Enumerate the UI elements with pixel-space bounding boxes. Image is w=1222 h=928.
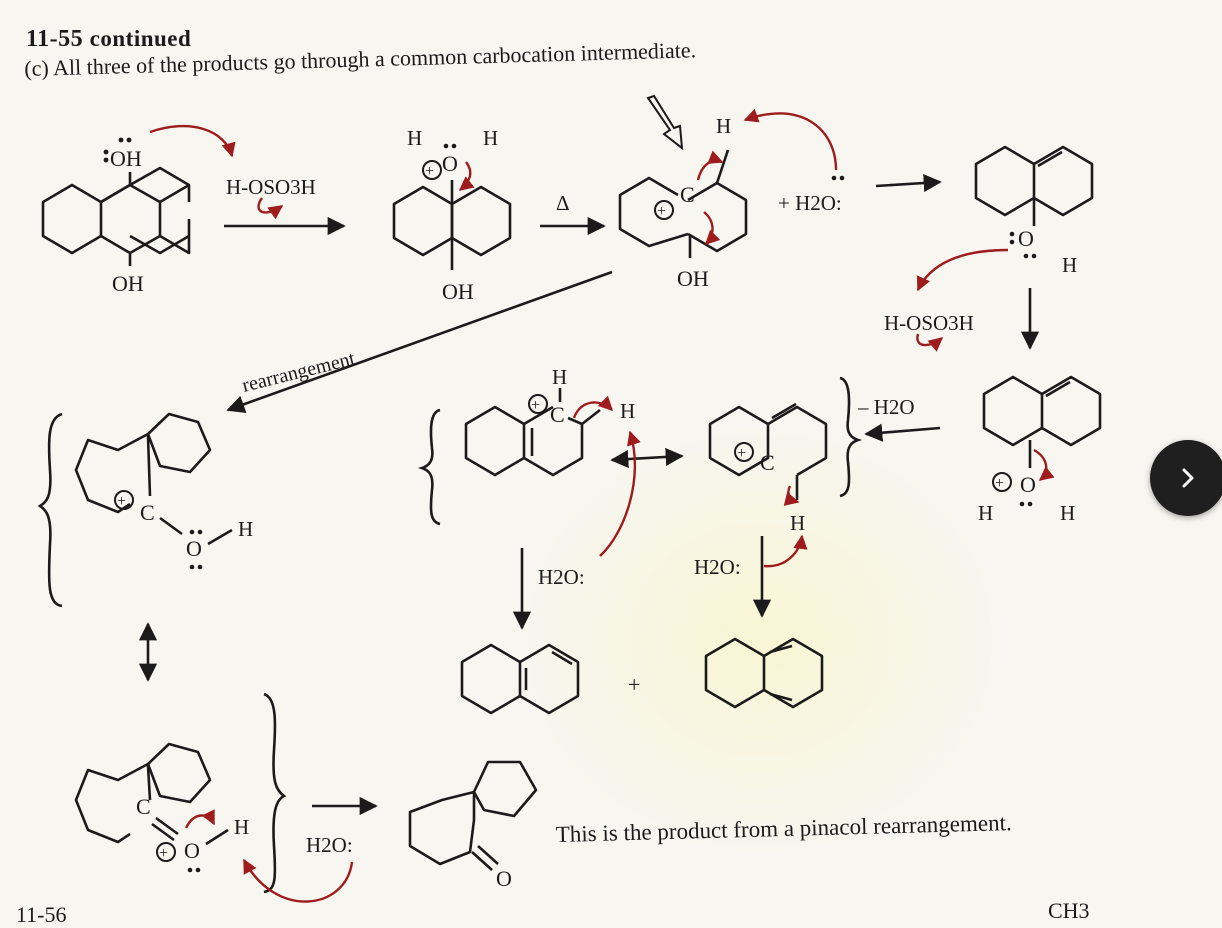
acid-reagent-1: H-OSO3H	[226, 175, 316, 199]
svg-text:+: +	[657, 203, 666, 220]
curly-arrow-10	[783, 485, 800, 506]
curly-arrow-7	[916, 248, 1009, 292]
curly-arrow-13	[763, 534, 808, 568]
heat-symbol: Δ	[556, 191, 570, 215]
curly-arrow-15	[242, 858, 354, 903]
cation-c-2: C	[550, 402, 565, 427]
highlight-arrow	[646, 94, 684, 151]
h-bottom-3: H	[790, 511, 805, 535]
alkene-alcohol: O H	[974, 145, 1094, 277]
curly-arrow-5	[703, 211, 721, 246]
hydroxyl-o: O	[1018, 226, 1034, 251]
spiro-o-2: O	[184, 838, 200, 863]
h-right-4: H	[1060, 501, 1075, 525]
curly-arrow-2	[257, 197, 284, 220]
curly-arrow-1	[149, 124, 236, 158]
curly-arrow-12	[599, 430, 641, 557]
protonated-alkene-alcohol: O + H H	[978, 375, 1102, 525]
spiro-oxocarbenium-1: C + O H	[74, 412, 253, 570]
methyl-label: CH3	[1048, 898, 1090, 923]
h-left: H	[407, 126, 422, 150]
spiro-o-1: O	[186, 536, 202, 561]
reaction-arrow-3	[875, 173, 942, 193]
h-right-2: H	[620, 399, 635, 423]
water-base-3: H2O:	[306, 833, 353, 857]
water-plus-1: + H2O:	[778, 191, 842, 215]
curly-arrow-9	[572, 395, 614, 419]
rearrangement-arrow	[226, 270, 613, 414]
bracket-left-open	[37, 412, 63, 608]
continued-label: continued	[89, 26, 192, 51]
problem-number: 11-55	[26, 26, 84, 52]
allylic-cation-1: C + H H	[464, 365, 635, 477]
next-page-button[interactable]	[1150, 440, 1222, 516]
oh-label-2: OH	[442, 279, 474, 304]
resonance-arrow	[610, 447, 684, 469]
oh-top-label: OH	[110, 146, 142, 171]
svg-text:+: +	[737, 445, 746, 462]
reaction-arrow-5	[864, 423, 941, 442]
carbocation-intermediate: C + H OH	[618, 114, 748, 291]
hydroxyl-h: H	[1062, 253, 1077, 277]
curly-arrow-4	[696, 150, 724, 181]
svg-text:+: +	[531, 397, 540, 414]
oxonium-o: O	[442, 151, 458, 176]
curly-arrow-11	[1033, 448, 1055, 481]
plus-sign: +	[628, 672, 640, 697]
minus-water: – H2O	[857, 395, 915, 419]
bracket-middle-open	[417, 408, 441, 526]
oxonium-o-2: O	[1020, 472, 1036, 497]
h-migrating: H	[716, 114, 731, 138]
next-problem-number: 11-56	[16, 902, 67, 927]
spiro-c-2: C	[136, 794, 151, 819]
bracket-middle-close	[839, 376, 863, 498]
oh-bottom-label: OH	[112, 271, 144, 296]
water-base-2: H2O:	[694, 555, 741, 579]
spiro-h-2: H	[234, 815, 249, 839]
spiro-oxocarbenium-2: C O + H	[74, 742, 249, 873]
protonated-diol: H H O + OH	[392, 126, 512, 304]
curly-arrow-14	[184, 809, 216, 829]
cation-c-3: C	[760, 450, 775, 475]
svg-text:+: +	[425, 163, 434, 180]
bracket-left-close	[263, 692, 287, 894]
diene-product-2	[704, 637, 824, 709]
rearrangement-label: rearrangement	[240, 347, 358, 396]
curly-arrow-8	[916, 333, 944, 352]
svg-text:+: +	[159, 845, 168, 862]
h-left-4: H	[978, 501, 993, 525]
chevron-right-icon	[1182, 468, 1194, 488]
h-right: H	[483, 126, 498, 150]
pinacol-note: This is the product from a pinacol rearr…	[555, 810, 1012, 847]
allylic-cation-2: C + H	[708, 402, 828, 535]
problem-header: 11-55 continued	[26, 26, 191, 53]
svg-text:+: +	[995, 475, 1004, 492]
diene-product-1	[460, 643, 580, 715]
ketone-o: O	[496, 866, 512, 891]
oh-label-3: OH	[677, 266, 709, 291]
curly-arrow-3	[458, 161, 475, 191]
h-top-2: H	[552, 365, 567, 389]
water-base-1: H2O:	[538, 565, 585, 589]
spiro-h-1: H	[238, 517, 253, 541]
svg-text:+: +	[117, 493, 126, 510]
diol-molecule: OH OH	[41, 137, 191, 296]
acid-reagent-2: H-OSO3H	[884, 311, 974, 335]
spiro-cation-c: C	[140, 500, 155, 525]
spiro-ketone-product: O	[408, 760, 538, 891]
curly-arrow-6	[743, 108, 838, 171]
cation-carbon: C	[680, 182, 695, 207]
